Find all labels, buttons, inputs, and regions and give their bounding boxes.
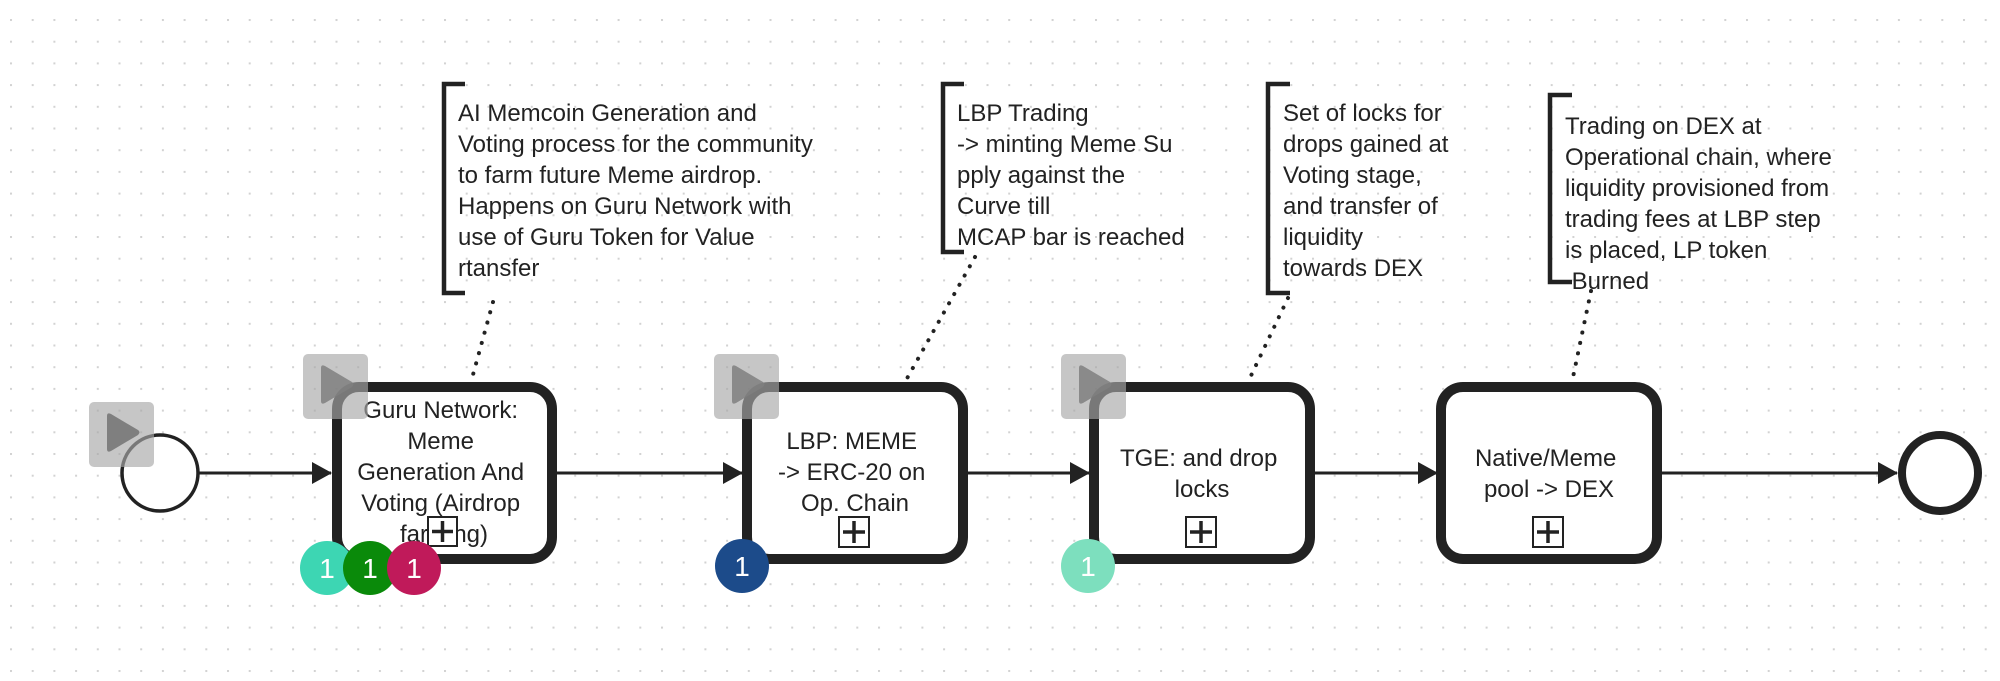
task-guru-network[interactable]: Guru Network: Meme Generation And Voting… <box>332 382 557 564</box>
annotation-line: trading fees at LBP step <box>1565 206 1821 233</box>
token-badge-count: 1 <box>1080 551 1096 582</box>
subprocess-plus-icon[interactable] <box>1185 516 1217 548</box>
annotation-line: liquidity <box>1283 224 1363 251</box>
annotation-text: Trading on DEX at Operational chain, whe… <box>1565 113 1879 295</box>
annotation-line: LBP Trading <box>957 100 1089 127</box>
task-label: TGE: and drop locks <box>1120 445 1284 503</box>
task-label-line: LBP: MEME <box>786 428 917 455</box>
annotation-line: pply against the <box>957 162 1125 189</box>
token-badge[interactable]: 1 <box>300 541 354 595</box>
text-annotation-4[interactable]: Trading on DEX at Operational chain, whe… <box>1547 92 1879 295</box>
annotation-line: -> minting Meme Su <box>957 131 1172 158</box>
play-overlay-task2[interactable] <box>714 354 779 419</box>
task-label-line: -> ERC-20 on <box>778 459 925 486</box>
annotation-text: AI Memcoin Generation and Voting process… <box>458 100 820 282</box>
annotation-line: Happens on Guru Network with <box>458 193 792 220</box>
annotation-line: Voting stage, <box>1283 162 1422 189</box>
annotation-line: Curve till <box>957 193 1050 220</box>
task-label: LBP: MEME -> ERC-20 on Op. Chain <box>778 428 932 517</box>
play-overlay-task3[interactable] <box>1061 354 1126 419</box>
token-badge-count: 1 <box>362 553 378 584</box>
task-box[interactable] <box>1089 382 1315 564</box>
token-badge-circle <box>300 541 354 595</box>
text-annotation-3[interactable]: Set of locks for drops gained at Voting … <box>1265 81 1455 296</box>
task-box[interactable] <box>1436 382 1662 564</box>
play-icon <box>107 413 140 452</box>
annotation-line: AI Memcoin Generation and <box>458 100 757 127</box>
play-overlay-start[interactable] <box>89 402 154 467</box>
token-badges-task3: 1 <box>1061 539 1115 593</box>
task-label-line: Meme <box>407 428 474 455</box>
subprocess-plus-icon[interactable] <box>427 516 458 547</box>
task-label-line: TGE: and drop <box>1120 445 1277 472</box>
task-label-line: pool -> DEX <box>1484 476 1614 503</box>
annotation-text: LBP Trading -> minting Meme Su pply agai… <box>957 100 1185 251</box>
annotation-line: MCAP bar is reached <box>957 224 1185 251</box>
annotation-line: is placed, LP token <box>1565 237 1767 264</box>
token-badge-circle <box>387 541 441 595</box>
task-label-line: Generation And <box>357 459 524 486</box>
token-badge[interactable]: 1 <box>1061 539 1115 593</box>
token-badge-circle <box>1061 539 1115 593</box>
token-badge-count: 1 <box>734 551 750 582</box>
token-badge[interactable]: 1 <box>343 541 397 595</box>
subprocess-plus-icon[interactable] <box>838 516 870 548</box>
task-native-meme-pool[interactable]: Native/Meme pool -> DEX <box>1436 382 1662 564</box>
play-icon <box>321 365 354 404</box>
annotation-bracket <box>1547 92 1572 285</box>
annotation-line: use of Guru Token for Value <box>458 224 755 251</box>
token-badge-count: 1 <box>406 553 422 584</box>
text-annotation-2[interactable]: LBP Trading -> minting Meme Su pply agai… <box>940 81 1185 255</box>
annotation-bracket <box>940 81 964 255</box>
token-badge-count: 1 <box>319 553 335 584</box>
task-tge[interactable]: TGE: and drop locks <box>1089 382 1315 564</box>
annotation-bracket <box>441 81 465 296</box>
association-1[interactable] <box>469 300 495 384</box>
annotation-line: towards DEX <box>1283 255 1423 282</box>
play-icon <box>732 365 765 404</box>
annotation-line: to farm future Meme airdrop. <box>458 162 762 189</box>
annotation-bracket <box>1265 81 1290 296</box>
annotation-text: Set of locks for drops gained at Voting … <box>1283 100 1455 282</box>
subprocess-plus-icon[interactable] <box>1532 516 1564 548</box>
annotation-line: rtansfer <box>458 255 539 282</box>
token-badges-task1: 1 1 1 <box>300 541 441 595</box>
task-lbp[interactable]: LBP: MEME -> ERC-20 on Op. Chain <box>742 382 968 564</box>
token-badge-circle <box>343 541 397 595</box>
end-event[interactable] <box>1898 431 1982 515</box>
text-annotation-1[interactable]: AI Memcoin Generation and Voting process… <box>441 81 820 296</box>
task-label-line: Native/Meme <box>1475 445 1616 472</box>
play-icon <box>1079 365 1112 404</box>
token-badge[interactable]: 1 <box>387 541 441 595</box>
associations <box>469 255 1593 384</box>
task-label: Native/Meme pool -> DEX <box>1475 445 1623 503</box>
token-badge[interactable]: 1 <box>715 539 769 593</box>
task-label-line: Voting (Airdrop <box>361 490 520 517</box>
task-label-line: Guru Network: <box>363 397 518 424</box>
annotation-line: drops gained at <box>1283 131 1449 158</box>
task-label-line: locks <box>1175 476 1230 503</box>
play-overlay-task1[interactable] <box>303 354 368 419</box>
task-label-line: Op. Chain <box>801 490 909 517</box>
annotation-line: Burned <box>1565 268 1649 295</box>
annotation-line: and transfer of <box>1283 193 1438 220</box>
annotation-line: Set of locks for <box>1283 100 1442 127</box>
annotation-line: Trading on DEX at <box>1565 113 1762 140</box>
token-badge-circle <box>715 539 769 593</box>
annotation-line: Voting process for the community <box>458 131 813 158</box>
annotation-line: Operational chain, where <box>1565 144 1832 171</box>
task-box[interactable] <box>332 382 557 564</box>
task-box[interactable] <box>742 382 968 564</box>
token-badges-task2: 1 <box>715 539 769 593</box>
annotation-line: liquidity provisioned from <box>1565 175 1829 202</box>
